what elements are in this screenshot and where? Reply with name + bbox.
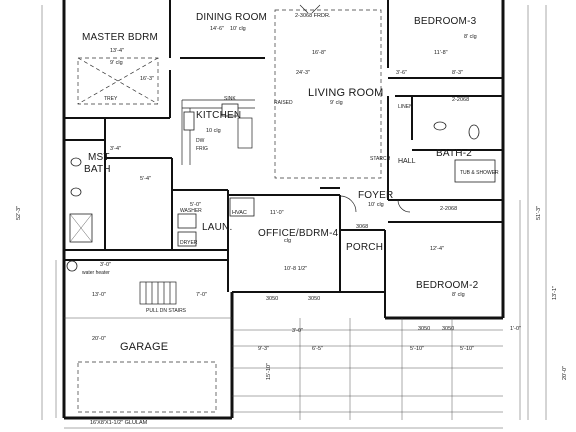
- room-label-laundry: LAUN.: [202, 222, 232, 233]
- door-swing: [397, 199, 411, 213]
- room-label-mst-bath-line1: MST: [88, 152, 110, 163]
- dim-label: 8'-3": [452, 70, 463, 76]
- water-heater-symbol: [66, 260, 78, 272]
- kitchen-sink-symbol: [221, 103, 239, 117]
- room-label-hall: HALL: [398, 158, 416, 165]
- dim-label: 3'-4": [110, 146, 121, 152]
- room-label-office: OFFICE/BDRM-4: [258, 228, 339, 239]
- note-label: RAISED: [274, 100, 293, 106]
- tub-symbol: [454, 159, 496, 183]
- room-label-foyer: FOYER: [358, 190, 393, 201]
- room-label-kitchen: KITCHEN: [196, 110, 241, 121]
- dim-label: 2-2068: [440, 206, 457, 212]
- dim-label: 7'-0": [196, 292, 207, 298]
- note-label: WASHER: [180, 208, 202, 214]
- dim-label: 12'-4": [430, 246, 444, 252]
- room-labels: DINING ROOM MASTER BDRM BEDROOM-3 LIVING…: [82, 12, 479, 353]
- dim-label: 20'-0": [92, 336, 106, 342]
- dim-label: 3050: [418, 326, 430, 332]
- dim-label: 8' clg: [464, 34, 477, 40]
- dim-label: 13'-0": [92, 292, 106, 298]
- dim-label: 20'-0": [562, 366, 568, 380]
- washer-symbol: [177, 213, 197, 229]
- room-label-dining: DINING ROOM: [196, 12, 267, 23]
- note-label: FRIG: [196, 146, 208, 152]
- sink-symbol: [70, 187, 82, 197]
- room-label-bedroom2: BEDROOM-2: [416, 280, 479, 291]
- note-label: PULL DN STAIRS: [146, 308, 187, 314]
- dim-label: 9' clg: [110, 60, 123, 66]
- dim-label: 10 clg: [206, 128, 221, 134]
- dim-label: 16'-3": [140, 76, 154, 82]
- dim-label: 5'-0": [190, 202, 201, 208]
- dim-label: 5'-10": [460, 346, 474, 352]
- room-label-bedroom3: BEDROOM-3: [414, 16, 477, 27]
- walls: [62, 0, 505, 420]
- hvac-symbol: [229, 197, 255, 217]
- room-label-mst-bath-line2: BATH: [84, 164, 111, 175]
- dim-label: 14'-6": [210, 26, 224, 32]
- note-label: TUB & SHOWER: [460, 170, 499, 176]
- dim-label: 11'-8": [434, 50, 448, 56]
- dim-label: HVAC: [232, 210, 247, 216]
- dim-label: 5'-4": [140, 176, 151, 182]
- sink-symbol: [70, 157, 82, 167]
- door-swing: [339, 195, 357, 213]
- dim-label: 3'-0": [100, 262, 111, 268]
- dim-label: 10' clg: [230, 26, 246, 32]
- dim-label: 2-3068 FRDR.: [295, 13, 331, 19]
- dim-label: 3050: [308, 296, 320, 302]
- dim-label: 3068: [356, 224, 368, 230]
- note-label: TREY: [104, 96, 118, 102]
- dim-label: 13'-1": [552, 286, 558, 300]
- dim-label: 51'-3": [536, 206, 542, 220]
- dim-label: 3050: [442, 326, 454, 332]
- dim-label: 9' clg: [330, 100, 343, 106]
- sink-symbol: [433, 121, 447, 131]
- french-door-swing: [299, 4, 321, 14]
- ceiling-lines: [41, 5, 547, 429]
- note-label: LINEN: [398, 104, 413, 110]
- dimension-labels: 14'-6" 10' clg 13'-4" 9' clg 16'-3" TREY…: [16, 13, 568, 426]
- dim-label: 3'-0": [292, 328, 303, 334]
- dim-label: 10'-8 1/2": [284, 266, 307, 272]
- dim-label: 3'-6": [396, 70, 407, 76]
- dim-label: 16'X8'X1-1/2" GLULAM: [90, 420, 148, 426]
- note-label: SINK: [224, 96, 236, 102]
- dim-label: 11'-0": [270, 210, 284, 216]
- room-label-garage: GARAGE: [120, 341, 168, 353]
- garage-steps: [139, 281, 177, 305]
- dim-label: 16'-8": [312, 50, 326, 56]
- dim-label: 13'-4": [110, 48, 124, 54]
- room-label-master: MASTER BDRM: [82, 32, 158, 43]
- dim-label: 5'-10": [410, 346, 424, 352]
- dim-label: 3050: [266, 296, 278, 302]
- note-label: DW: [196, 138, 205, 144]
- dim-label: 52'-3": [16, 206, 22, 220]
- note-label: STARCH: [370, 156, 391, 162]
- dim-label: 2-2068: [452, 97, 469, 103]
- room-label-porch: PORCH: [346, 242, 383, 253]
- dim-label: clg: [284, 238, 291, 244]
- dryer-symbol: [177, 231, 197, 247]
- room-label-bath2: BATH-2: [436, 148, 472, 159]
- dim-label: 8' clg: [452, 292, 465, 298]
- range-symbol: [183, 111, 195, 131]
- dim-label: 6'-5": [312, 346, 323, 352]
- dim-label: 24'-3": [296, 70, 310, 76]
- toilet-symbol: [468, 124, 480, 140]
- room-label-living: LIVING ROOM: [308, 87, 384, 99]
- dim-label: 1'-0": [510, 326, 521, 332]
- dim-label: 9'-3": [258, 346, 269, 352]
- note-label: DRYER: [180, 240, 198, 246]
- fixtures: [66, 4, 496, 305]
- dim-label: 15'-10": [266, 363, 272, 380]
- note-label: water heater: [82, 270, 110, 276]
- dim-label: 10' clg: [368, 202, 384, 208]
